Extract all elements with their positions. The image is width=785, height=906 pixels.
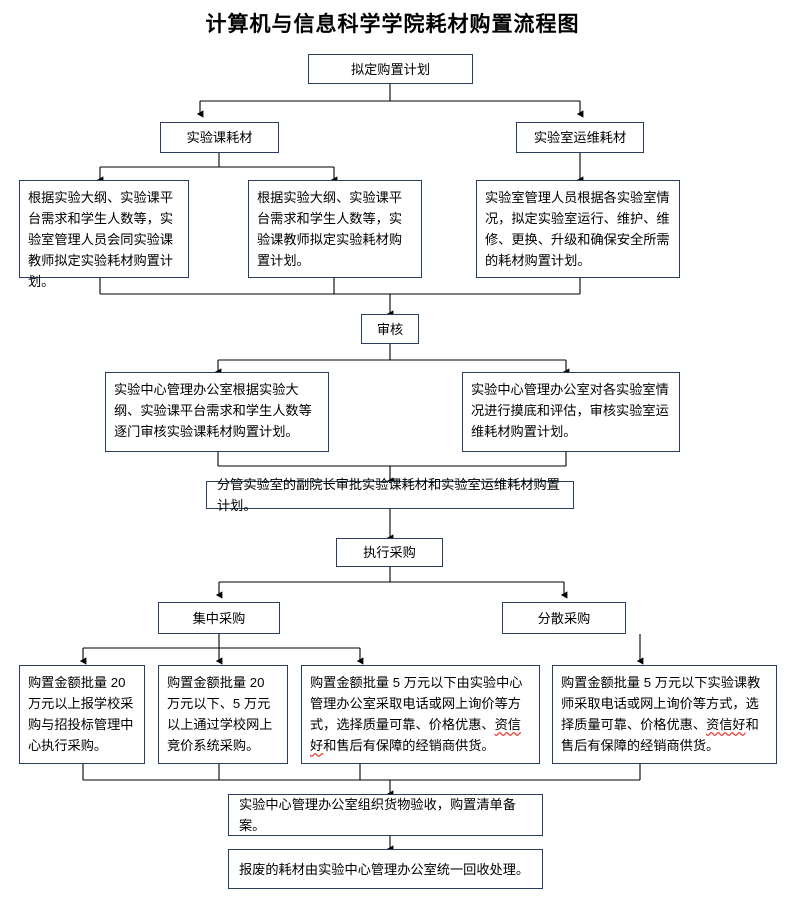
node-buy-3-text-b: 资信好 xyxy=(310,717,521,753)
node-lab-ops-material-label: 实验室运维耗材 xyxy=(533,130,627,145)
node-detail-2[interactable]: 根据实验大纲、实验课平台需求和学生人数等，实验课教师拟定实验耗材购置计划。 xyxy=(248,180,422,278)
node-review[interactable]: 审核 xyxy=(361,314,419,344)
node-disposal[interactable]: 报废的耗材由实验中心管理办公室统一回收处理。 xyxy=(228,849,543,889)
node-detail-2-text: 根据实验大纲、实验课平台需求和学生人数等，实验课教师拟定实验耗材购置计划。 xyxy=(257,190,403,268)
node-lab-course-material[interactable]: 实验课耗材 xyxy=(160,122,279,153)
node-acceptance-text: 实验中心管理办公室组织货物验收，购置清单备案。 xyxy=(239,797,516,833)
node-detail-3[interactable]: 实验室管理人员根据各实验室情况，拟定实验室运行、维护、维修、更换、升级和确保安全… xyxy=(476,180,680,278)
node-plan[interactable]: 拟定购置计划 xyxy=(308,54,473,84)
node-approval[interactable]: 分管实验室的副院长审批实验课耗材和实验室运维耗材购置计划。 xyxy=(206,477,574,513)
node-review-label: 审核 xyxy=(376,321,404,337)
node-detail-1-text: 根据实验大纲、实验课平台需求和学生人数等，实验室管理人员会同实验课教师拟定实验耗… xyxy=(28,190,174,289)
node-buy-3-text-a: 购置金额批量 5 万元以下由实验中心管理办公室采取电话或网上询价等方式，选择质量… xyxy=(310,675,523,732)
node-buy-4-text-b: 资信好 xyxy=(706,717,746,732)
node-acceptance[interactable]: 实验中心管理办公室组织货物验收，购置清单备案。 xyxy=(228,794,543,836)
node-review-2[interactable]: 实验中心管理办公室对各实验室情况进行摸底和评估，审核实验室运维耗材购置计划。 xyxy=(462,372,680,452)
node-decentralized-purchase-label: 分散采购 xyxy=(537,610,591,626)
node-detail-1[interactable]: 根据实验大纲、实验课平台需求和学生人数等，实验室管理人员会同实验课教师拟定实验耗… xyxy=(19,180,189,289)
page-title: 计算机与信息科学学院耗材购置流程图 xyxy=(205,11,580,36)
node-buy-4-text-a: 购置金额批量 5 万元以下实验课教师采取电话或网上询价等方式，选择质量可靠、价格… xyxy=(561,675,761,732)
node-disposal-text: 报废的耗材由实验中心管理办公室统一回收处理。 xyxy=(239,861,530,877)
node-execute-purchase[interactable]: 执行采购 xyxy=(336,538,443,567)
node-buy-3-text-c: 和售后有保障的经销商供货。 xyxy=(323,738,495,753)
node-buy-4[interactable]: 购置金额批量 5 万元以下实验课教师采取电话或网上询价等方式，选择质量可靠、价格… xyxy=(552,665,777,764)
node-centralized-purchase[interactable]: 集中采购 xyxy=(158,602,280,634)
node-buy-1-text: 购置金额批量 20 万元以上报学校采购与招投标管理中心执行采购。 xyxy=(28,675,134,753)
node-detail-3-text: 实验室管理人员根据各实验室情况，拟定实验室运行、维护、维修、更换、升级和确保安全… xyxy=(485,190,670,268)
node-review-1-text: 实验中心管理办公室根据实验大纲、实验课平台需求和学生人数等逐门审核实验课耗材购置… xyxy=(114,382,312,439)
node-centralized-purchase-label: 集中采购 xyxy=(192,610,246,626)
node-decentralized-purchase[interactable]: 分散采购 xyxy=(502,602,626,634)
node-buy-2-text: 购置金额批量 20 万元以下、5 万元以上通过学校网上竞价系统采购。 xyxy=(167,675,273,753)
node-buy-3[interactable]: 购置金额批量 5 万元以下由实验中心管理办公室采取电话或网上询价等方式，选择质量… xyxy=(301,665,540,764)
node-buy-1[interactable]: 购置金额批量 20 万元以上报学校采购与招投标管理中心执行采购。 xyxy=(19,665,145,764)
node-review-2-text: 实验中心管理办公室对各实验室情况进行摸底和评估，审核实验室运维耗材购置计划。 xyxy=(471,382,669,439)
node-buy-2[interactable]: 购置金额批量 20 万元以下、5 万元以上通过学校网上竞价系统采购。 xyxy=(158,665,288,764)
node-lab-course-material-label: 实验课耗材 xyxy=(186,130,253,145)
node-review-1[interactable]: 实验中心管理办公室根据实验大纲、实验课平台需求和学生人数等逐门审核实验课耗材购置… xyxy=(105,372,329,452)
node-approval-text: 分管实验室的副院长审批实验课耗材和实验室运维耗材购置计划。 xyxy=(217,477,560,513)
node-buy-4-text-c: 和售后有保障的经销商供货。 xyxy=(561,717,759,753)
node-plan-label: 拟定购置计划 xyxy=(350,61,431,77)
node-lab-ops-material[interactable]: 实验室运维耗材 xyxy=(516,122,644,153)
node-execute-purchase-label: 执行采购 xyxy=(363,545,416,560)
